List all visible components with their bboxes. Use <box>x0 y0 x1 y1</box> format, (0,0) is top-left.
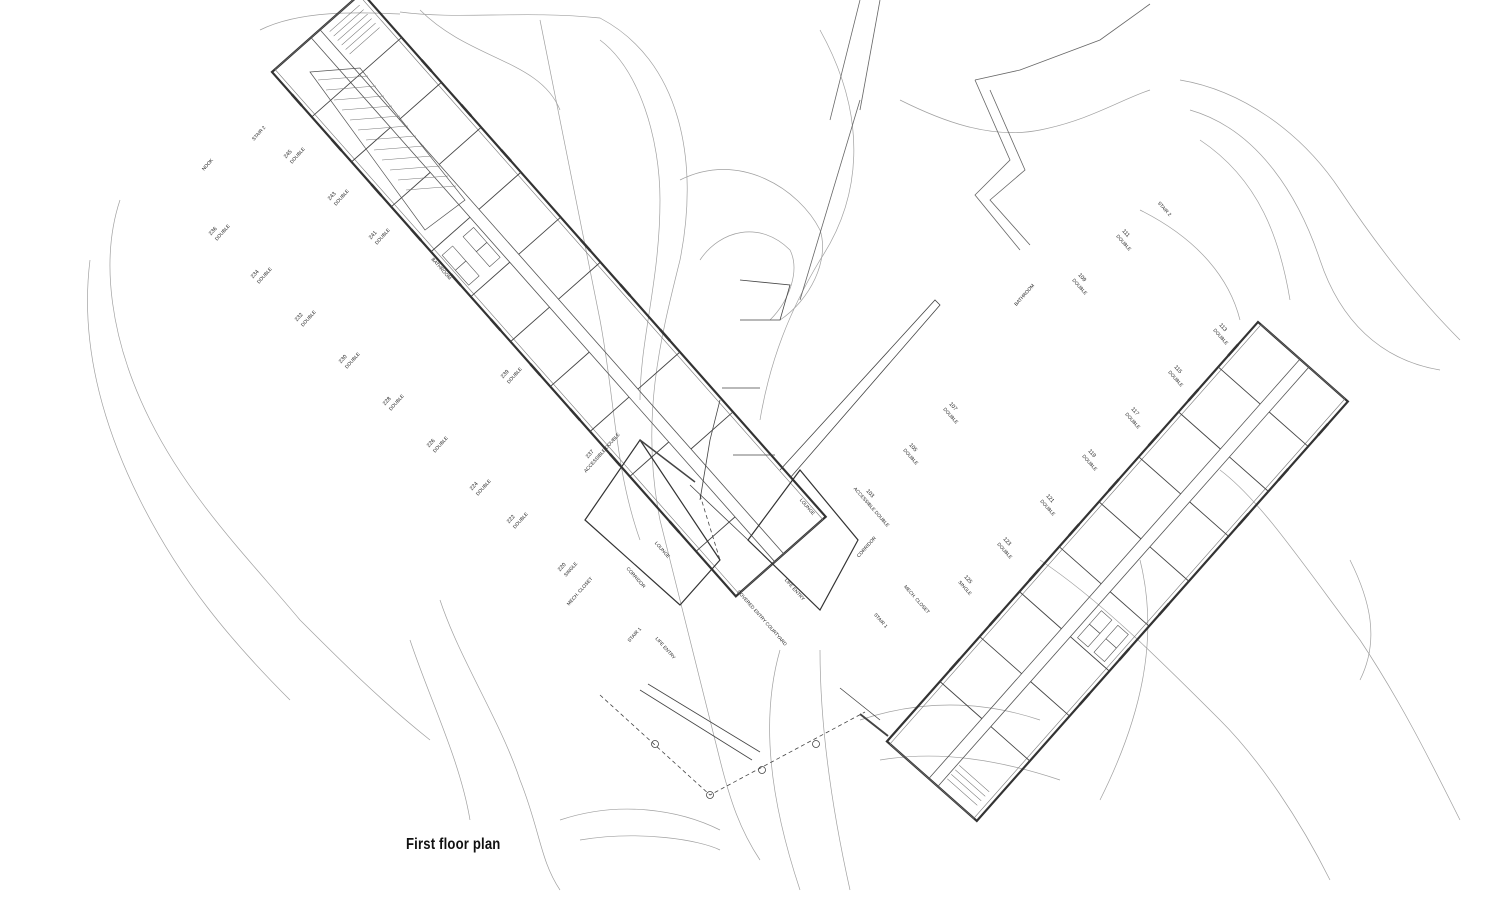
room-label: DOUBLE <box>1081 454 1099 473</box>
room-label: DOUBLE <box>333 188 351 207</box>
room-label: 226 <box>426 438 437 449</box>
room-label: 243 <box>327 191 338 202</box>
mech-label: MECH. CLOSET <box>902 584 930 615</box>
room-label: DOUBLE <box>1212 328 1230 347</box>
room-label: 121 <box>1045 493 1056 504</box>
stair-label: STAIR 2 <box>1156 201 1172 219</box>
room-label: DOUBLE <box>1115 234 1133 253</box>
room-label: 220 <box>557 562 568 573</box>
room-label: 123 <box>1002 536 1013 547</box>
room-label: 236 <box>208 226 219 237</box>
room-label: DOUBLE <box>344 351 362 370</box>
site-paths <box>799 0 1151 301</box>
room-label: 239 <box>500 369 511 380</box>
mech-label: MECH. CLOSET <box>566 576 594 607</box>
room-label: 119 <box>1087 448 1097 459</box>
room-label: 125 <box>963 574 974 585</box>
east-lounge <box>747 469 859 611</box>
entry-label: LIFE ENTRY <box>783 578 806 603</box>
corridor-label: CORRIDOR <box>856 535 878 559</box>
room-label: DOUBLE <box>1167 370 1185 389</box>
bathroom-label: BATHROOM <box>1013 283 1036 307</box>
room-label: 224 <box>469 481 480 492</box>
room-label: 232 <box>294 312 305 323</box>
site-contours <box>87 9 1461 891</box>
room-label: 103 <box>865 488 876 499</box>
east-wing <box>885 320 1350 823</box>
room-label: DOUBLE <box>475 478 493 497</box>
room-label: DOUBLE <box>300 309 318 328</box>
lounge-label: LOUNGE <box>653 541 671 560</box>
room-label: DOUBLE <box>506 366 524 385</box>
drawing-caption: First floor plan <box>406 836 501 853</box>
room-label: DOUBLE <box>289 146 307 165</box>
stair1-label: STAIR 1 <box>872 612 888 630</box>
west-lounge <box>584 438 721 606</box>
room-label: SINGLE <box>563 561 579 578</box>
room-label: DOUBLE <box>512 511 530 530</box>
room-label: 228 <box>382 396 393 407</box>
entry-bridge <box>599 279 941 799</box>
corridor-label: CORRIDOR <box>625 566 647 590</box>
room-label: DOUBLE <box>388 393 406 412</box>
room-label: DOUBLE <box>1124 412 1142 431</box>
room-label: 241 <box>368 230 379 241</box>
room-label: 115 <box>1173 364 1183 375</box>
room-label: 113 <box>1218 322 1228 333</box>
room-label: 245 <box>283 149 294 160</box>
room-label: 222 <box>506 514 517 525</box>
room-label: 109 <box>1077 272 1088 283</box>
room-label: 230 <box>338 354 349 365</box>
room-label: DOUBLE <box>256 266 274 285</box>
entry-label: LIFE ENTRY <box>654 636 677 661</box>
room-label: DOUBLE <box>374 227 392 246</box>
stair-label: STAIR 2 <box>251 125 267 143</box>
lounge-label: LOUNGE <box>798 498 816 517</box>
west-wing <box>270 0 828 598</box>
bathroom-label: BATHROOM <box>430 257 453 281</box>
room-label: 237 <box>585 449 596 460</box>
room-label: DOUBLE <box>214 223 232 242</box>
room-label: 234 <box>250 269 261 280</box>
stair1-label: STAIR 1 <box>627 626 643 644</box>
west-deck <box>309 67 466 231</box>
room-label: 107 <box>948 401 959 412</box>
nook-label: NOOK <box>201 157 215 172</box>
room-label: 117 <box>1130 406 1140 417</box>
west-wing-labels: 236 DOUBLE 234 DOUBLE 232 DOUBLE 230 DOU… <box>201 125 677 662</box>
room-label: 111 <box>1121 228 1131 238</box>
courtyard-label: COVERED ENTRY COURTYARD <box>735 589 788 648</box>
room-label: 105 <box>908 442 919 453</box>
room-label: DOUBLE <box>432 435 450 454</box>
